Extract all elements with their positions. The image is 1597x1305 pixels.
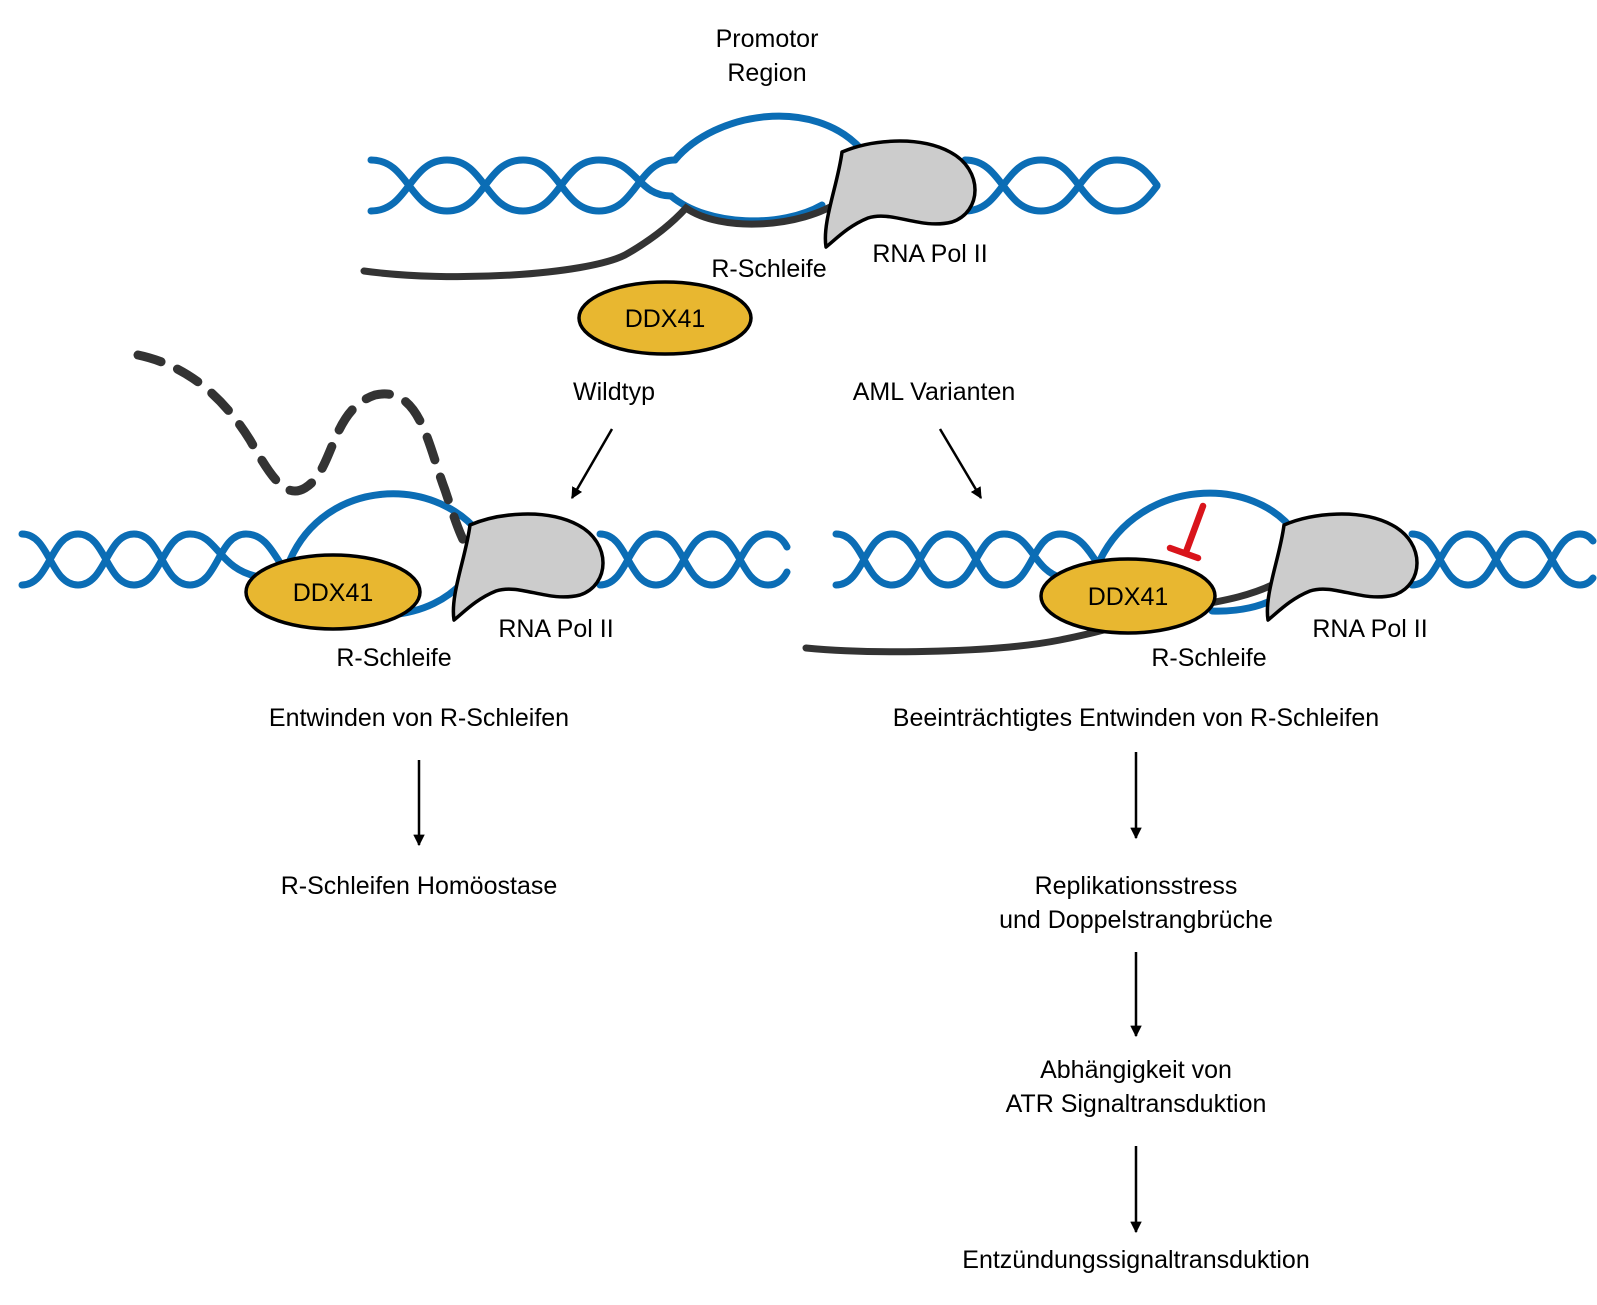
right-dna-bubble-upper xyxy=(1096,489,1300,564)
left-ddx41-protein xyxy=(244,553,422,631)
right-dna-left-helix xyxy=(832,530,1106,589)
rna-polymerase-shape xyxy=(823,139,977,249)
dna-strand xyxy=(596,530,791,589)
left-step1-label: Entwinden von R-Schleifen xyxy=(269,704,569,732)
dna-strand xyxy=(1408,530,1597,589)
left-pol-label: RNA Pol II xyxy=(498,615,613,643)
right-pol-label: RNA Pol II xyxy=(1312,615,1427,643)
dna-strand xyxy=(961,156,1161,215)
left-panel: Wildtyp DDX41 RNA Pol II R-Schleife Entw… xyxy=(18,350,791,900)
arrow-down-icon xyxy=(570,428,614,499)
top-dna-bubble-upper xyxy=(671,112,866,164)
dna-strand xyxy=(832,530,1066,589)
top-ddx41-label: DDX41 xyxy=(625,305,706,333)
right-r-loop-label: R-Schleife xyxy=(1151,644,1266,672)
dna-strand xyxy=(596,530,791,589)
dna-strand xyxy=(18,530,294,589)
left-dna-right-helix xyxy=(596,530,791,589)
dna-strand xyxy=(832,530,1106,589)
rna-polymerase-shape xyxy=(1265,512,1419,622)
dna-strand xyxy=(961,156,1161,215)
left-step2-label: R-Schleifen Homöostase xyxy=(281,872,558,900)
top-pol-label: RNA Pol II xyxy=(872,240,987,268)
left-ddx41-label: DDX41 xyxy=(293,579,374,607)
right-step2-label-line2: und Doppelstrangbrüche xyxy=(999,906,1273,934)
top-dna-right-helix xyxy=(961,156,1161,215)
right-step3-label-line2: ATR Signaltransduktion xyxy=(1006,1090,1267,1118)
arrow-down-icon xyxy=(938,428,983,499)
right-dna-right-helix xyxy=(1408,530,1597,589)
left-dna-bubble-upper xyxy=(286,490,484,564)
right-step3-label-line1: Abhängigkeit von xyxy=(1040,1056,1232,1084)
dna-strand xyxy=(1408,530,1597,589)
right-step2-label-line1: Replikationsstress xyxy=(1035,872,1238,900)
right-panel: AML Varianten DDX41 RNA Pol II R-Schleif… xyxy=(802,378,1597,1274)
rna-polymerase-shape xyxy=(451,512,605,622)
left-branch-label: Wildtyp xyxy=(573,378,655,406)
dna-strand xyxy=(367,156,675,215)
dna-strand xyxy=(367,156,679,215)
top-r-loop-label: R-Schleife xyxy=(711,255,826,283)
dna-strand xyxy=(18,530,264,589)
right-step1-label: Beeinträchtigtes Entwinden von R-Schleif… xyxy=(893,704,1379,732)
right-ddx41-protein xyxy=(1039,557,1217,635)
right-ddx41-label: DDX41 xyxy=(1088,583,1169,611)
top-panel: DDX41 Promotor Region R-Schleife RNA Pol… xyxy=(360,25,1161,356)
top-title-line1: Promotor xyxy=(716,25,819,53)
right-step4-label: Entzündungssignaltransduktion xyxy=(962,1246,1309,1274)
top-dna-left-helix xyxy=(367,156,679,215)
top-rna-strand xyxy=(360,196,846,281)
left-released-rna-dashed xyxy=(133,350,471,550)
top-ddx41-protein xyxy=(577,280,753,356)
right-branch-label: AML Varianten xyxy=(853,378,1016,406)
top-title-line2: Region xyxy=(727,59,806,87)
left-dna-left-helix xyxy=(18,530,294,589)
inhibition-t-bar xyxy=(1166,502,1207,562)
left-r-loop-label: R-Schleife xyxy=(336,644,451,672)
